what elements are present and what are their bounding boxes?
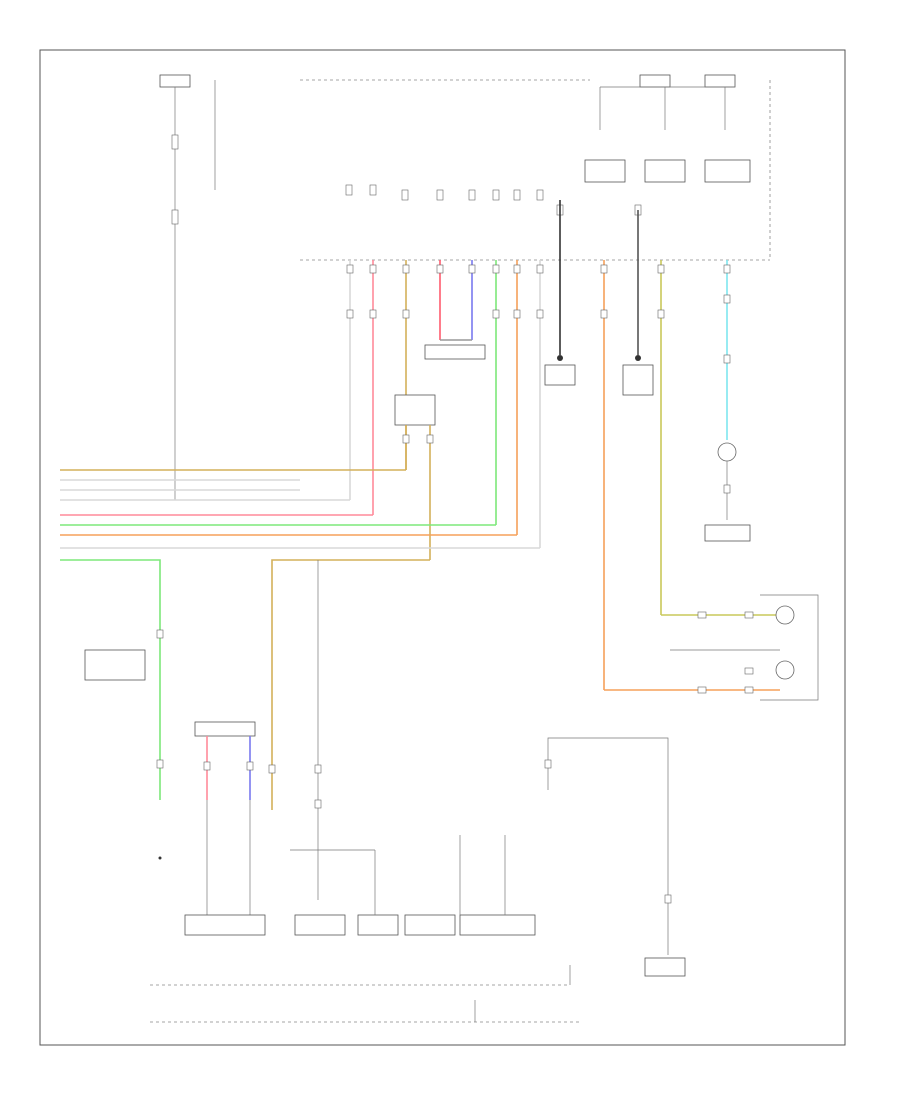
junction-connector-middle: [394, 394, 436, 560]
sensor-loop-lower: [194, 721, 256, 915]
terminal-pins-upper: [345, 184, 642, 216]
diagram-border: [39, 49, 846, 1046]
lower-right-circuit: [544, 737, 686, 977]
module-box-1: [184, 914, 266, 936]
control-unit-outline: [300, 79, 771, 261]
lower-modules: [184, 835, 536, 936]
fuse-block-left: [159, 74, 216, 500]
bottom-bus: [150, 965, 580, 1023]
module-box-4: [404, 914, 456, 936]
harness-bundle-horizontal: [60, 469, 540, 800]
module-box-3: [357, 914, 399, 936]
motor-assembly-right: [604, 594, 819, 701]
tan-branch-lower: [268, 559, 430, 900]
left-green-branch: [84, 629, 164, 860]
module-box-5: [459, 914, 536, 936]
fuse-block-right: [584, 74, 751, 183]
sensor-loop-upper: [424, 339, 486, 360]
ground-points-upper: [544, 355, 654, 396]
module-box-2: [294, 914, 346, 936]
lamp-right: [704, 442, 751, 542]
connector-markers: [346, 264, 731, 364]
